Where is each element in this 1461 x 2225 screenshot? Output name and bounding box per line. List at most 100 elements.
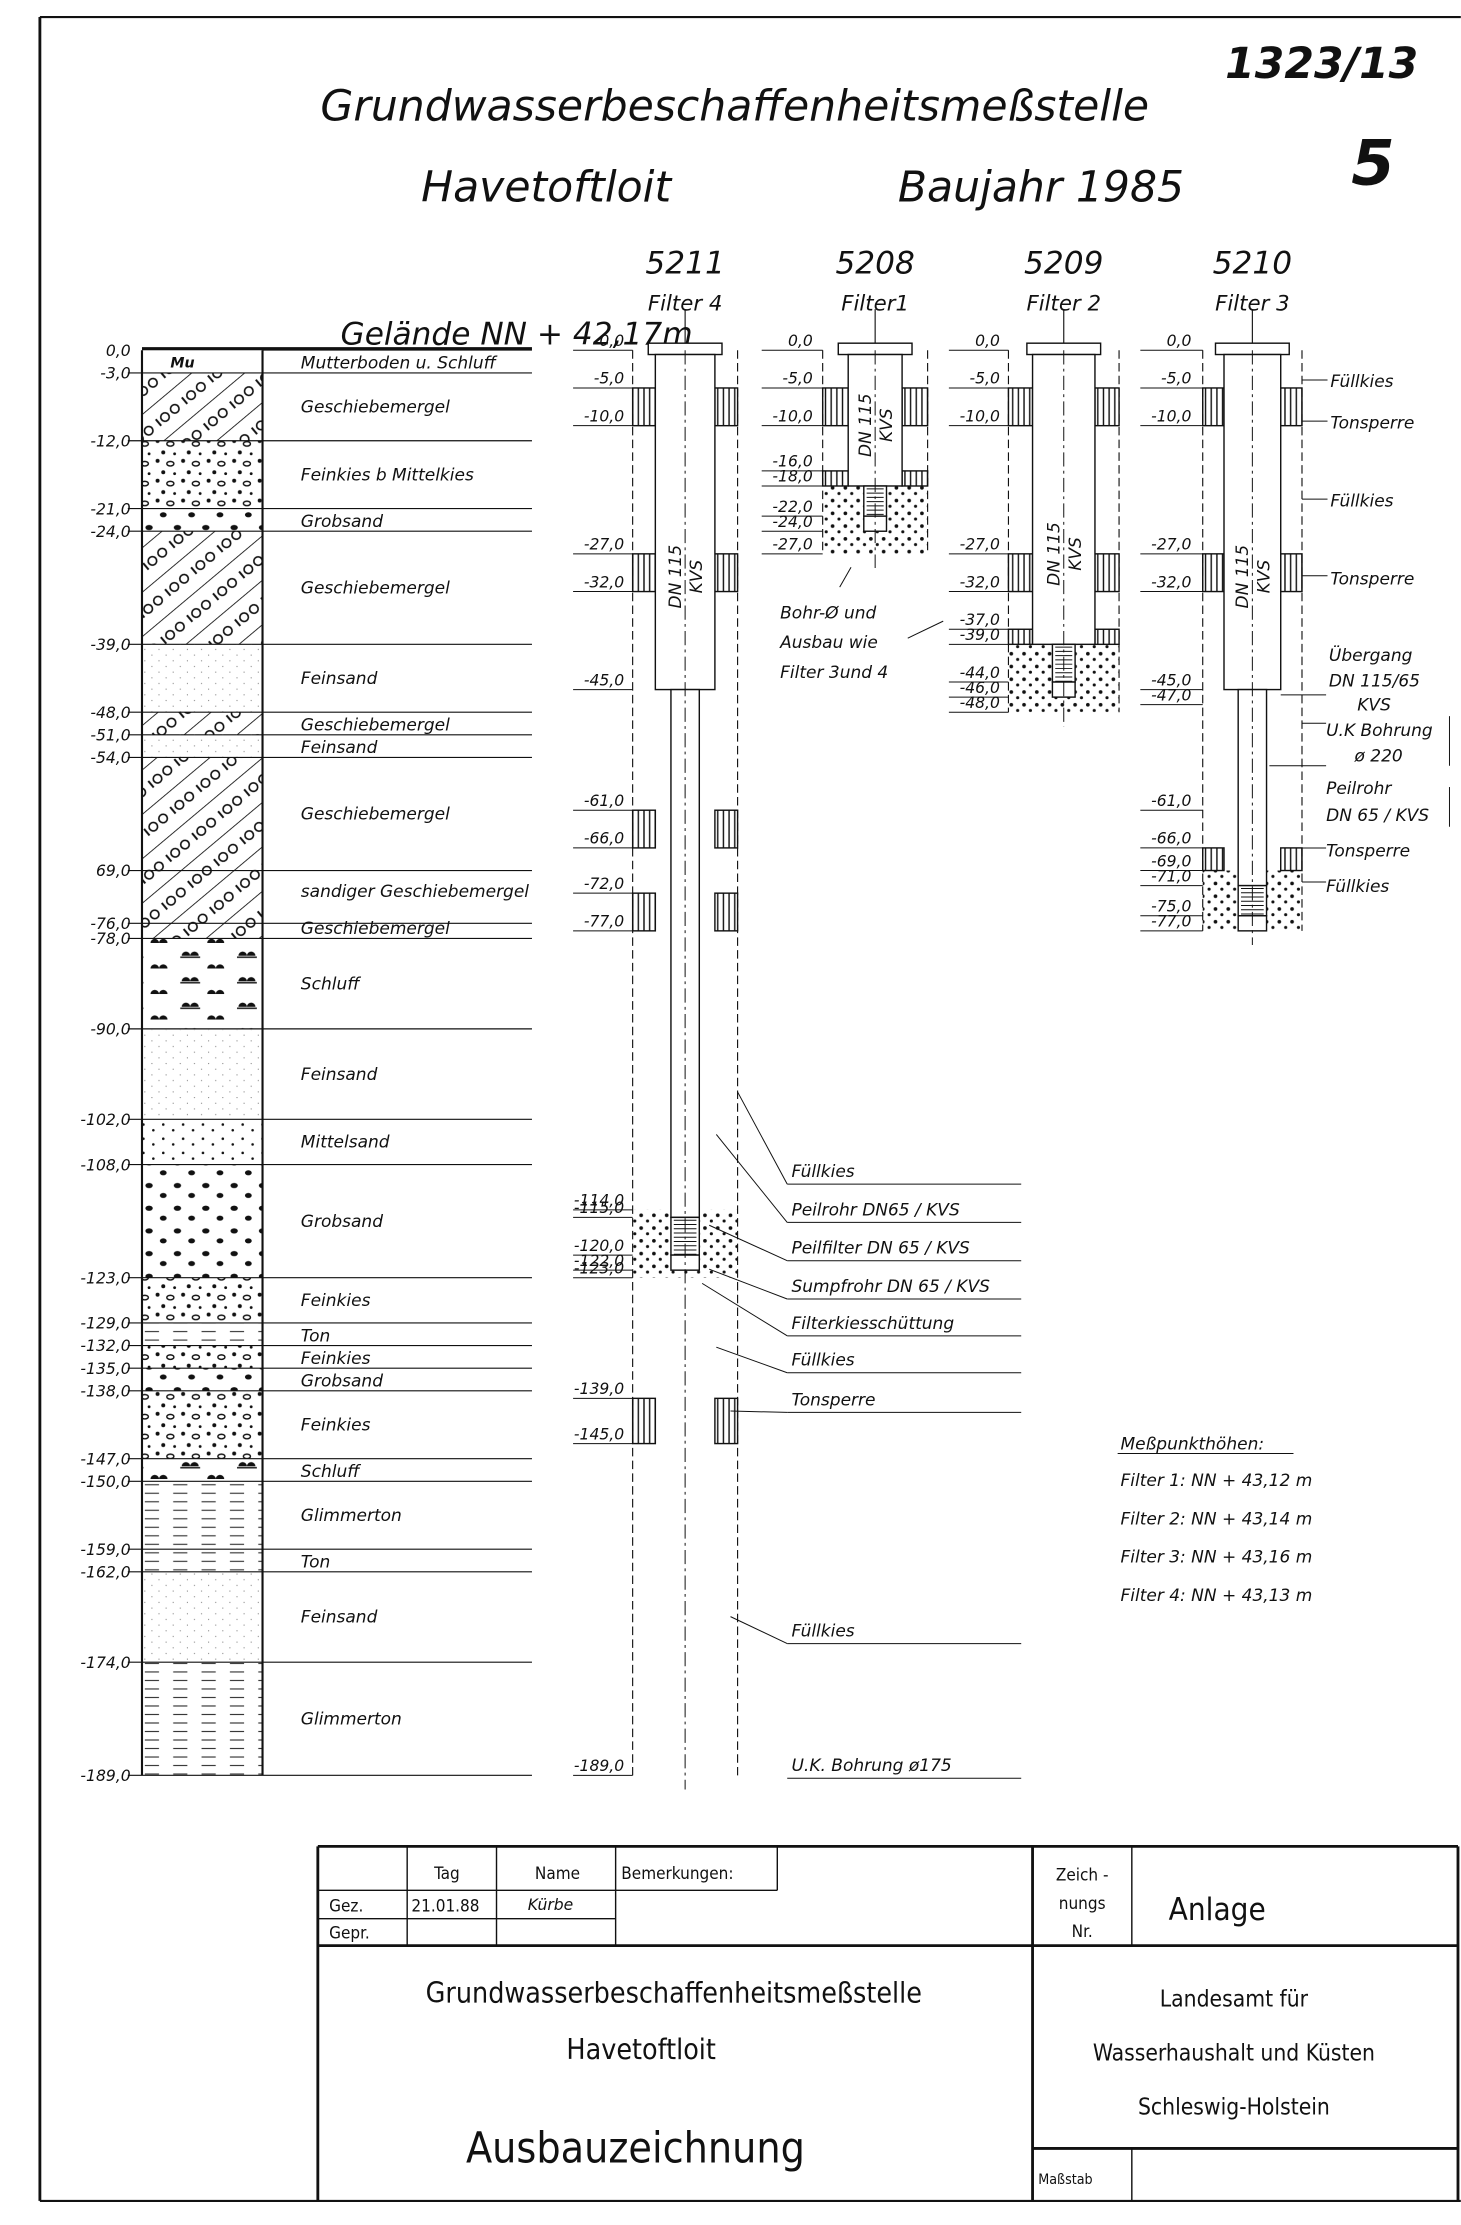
drawing-number-value: Anlage <box>1169 1892 1266 1928</box>
well-depth-label: -10,0 <box>960 407 1000 425</box>
measuring-point-item: Filter 2: NN + 43,14 m <box>1120 1509 1312 1529</box>
construction-year: Baujahr 1985 <box>898 163 1184 212</box>
stratum-depth-label: -48,0 <box>90 704 130 722</box>
well-depth-label: -69,0 <box>1151 852 1191 870</box>
well-depth-label: -37,0 <box>960 611 1000 629</box>
stratum-name: Grobsand <box>301 1212 383 1232</box>
stratum-depth-label: -3,0 <box>100 365 130 383</box>
row-label-drawn: Gez. <box>329 1897 363 1917</box>
stratum-depth-label: -51,0 <box>90 726 130 744</box>
annotation-5210: ø 220 <box>1353 747 1402 767</box>
stratum-fill <box>141 1028 263 1120</box>
scale-label: Maßstab <box>1038 2172 1092 2188</box>
annotation-5211: Tonsperre <box>791 1390 875 1410</box>
well-depth-label: -27,0 <box>584 536 624 554</box>
well-depth-label: -10,0 <box>584 407 624 425</box>
stratum-fill <box>141 350 263 373</box>
annotation-5210: Tonsperre <box>1330 569 1414 589</box>
stratum-fill <box>141 938 263 1029</box>
well-depth-label: -72,0 <box>584 875 624 893</box>
clay-seal <box>1094 628 1120 646</box>
stratum-depth-label: -123,0 <box>80 1269 130 1287</box>
stratum-depth-label: -24,0 <box>90 523 130 541</box>
annotation-5211: Füllkies <box>791 1351 854 1371</box>
clay-seal <box>631 387 657 427</box>
well-depth-label: -114,0 <box>574 1192 624 1210</box>
stratum-name: Grobsand <box>301 512 383 532</box>
stratum-depth-label: 0,0 <box>106 342 131 360</box>
well-depth-label: -44,0 <box>960 664 1000 682</box>
well-depth-label: -39,0 <box>960 626 1000 644</box>
annotation-5210: U.K Bohrung <box>1326 721 1433 741</box>
column-header-name: Name <box>535 1864 580 1884</box>
remarks-label: Bemerkungen: <box>621 1864 733 1884</box>
stratum-name: Feinkies b Mittelkies <box>301 465 474 485</box>
casing-label: DN 115 <box>1044 522 1064 586</box>
drawing-number-label: Nr. <box>1072 1922 1093 1942</box>
annotation-5210: Tonsperre <box>1330 413 1414 433</box>
stratum-fill <box>141 1662 263 1776</box>
stratum-fill <box>141 1458 263 1482</box>
ground-level-label: Gelände NN + 42,17m <box>341 317 693 353</box>
well-id: 5211 <box>645 246 724 282</box>
stratum-name: Grobsand <box>301 1372 383 1392</box>
note-5208: Bohr-Ø und <box>780 603 876 623</box>
annotation-5211: Füllkies <box>791 1621 854 1641</box>
stratum-depth-label: -150,0 <box>80 1473 130 1491</box>
note-leader <box>839 566 852 588</box>
stratum-depth-label: -132,0 <box>80 1337 130 1355</box>
agency-name-line: Landesamt für <box>1160 1987 1309 2013</box>
clay-seal <box>714 809 739 849</box>
well-depth-label: -75,0 <box>1151 898 1191 916</box>
well-depth-label: -5,0 <box>1161 370 1191 388</box>
stratum-name: Glimmerton <box>301 1709 402 1729</box>
stratum-name: Feinsand <box>301 669 378 689</box>
stratum-name: Feinsand <box>301 738 378 758</box>
stratum-name: Feinsand <box>301 1065 378 1085</box>
well-depth-label: -27,0 <box>1151 536 1191 554</box>
note-5208: Filter 3und 4 <box>780 663 888 683</box>
title-block-title: Grundwasserbeschaffenheitsmeßstelle <box>426 1976 922 2009</box>
stratum-name: sandiger Geschiebemergel <box>301 882 530 902</box>
clay-seal <box>1202 553 1225 593</box>
clay-seal <box>1007 628 1034 646</box>
stratum-name: Ton <box>301 1553 330 1573</box>
well-depth-label: -27,0 <box>960 536 1000 554</box>
note-5208: Ausbau wie <box>779 633 878 653</box>
stratum-fill <box>141 440 263 509</box>
well-depth-label: -139,0 <box>574 1380 624 1398</box>
annotation-leader <box>730 1616 788 1645</box>
stratum-name: Schluff <box>301 974 361 994</box>
drawing-title: Grundwasserbeschaffenheitsmeßstelle <box>320 83 1149 132</box>
annotation-5211: Füllkies <box>791 1162 854 1182</box>
stratum-name: Feinkies <box>301 1349 371 1369</box>
well-depth-label: -77,0 <box>1151 913 1191 931</box>
clay-seal <box>714 892 739 932</box>
clay-seal <box>631 553 657 593</box>
stratum-depth-label: -76,0 <box>90 915 130 933</box>
well-depth-label: -5,0 <box>782 370 812 388</box>
stratum-name: Feinkies <box>301 1415 371 1435</box>
well-depth-label: -66,0 <box>584 830 624 848</box>
stratum-fill <box>141 1571 263 1663</box>
well-depth-label: -45,0 <box>584 671 624 689</box>
archive-number: 1323/13 <box>1225 40 1418 89</box>
stratum-fill <box>141 508 263 532</box>
clay-seal <box>1094 387 1120 427</box>
well-depth-label: -120,0 <box>574 1237 624 1255</box>
clay-seal <box>631 809 657 849</box>
drawn-date: 21.01.88 <box>411 1897 479 1917</box>
stratum-name: Geschiebemergel <box>301 716 450 736</box>
stratum-depth-label: -189,0 <box>80 1767 130 1785</box>
well-depth-label: -66,0 <box>1151 830 1191 848</box>
clay-seal <box>714 387 739 427</box>
clay-seal <box>1280 387 1303 427</box>
clay-seal <box>1280 847 1303 872</box>
stratum-depth-label: -135,0 <box>80 1360 130 1378</box>
annotation-leader <box>737 1091 788 1185</box>
annotation-leader <box>715 1134 788 1223</box>
stratum-fill <box>141 1277 263 1323</box>
clay-seal <box>1280 553 1303 593</box>
stratum-name: Geschiebemergel <box>301 397 450 417</box>
stratum-depth-label: -12,0 <box>90 432 130 450</box>
